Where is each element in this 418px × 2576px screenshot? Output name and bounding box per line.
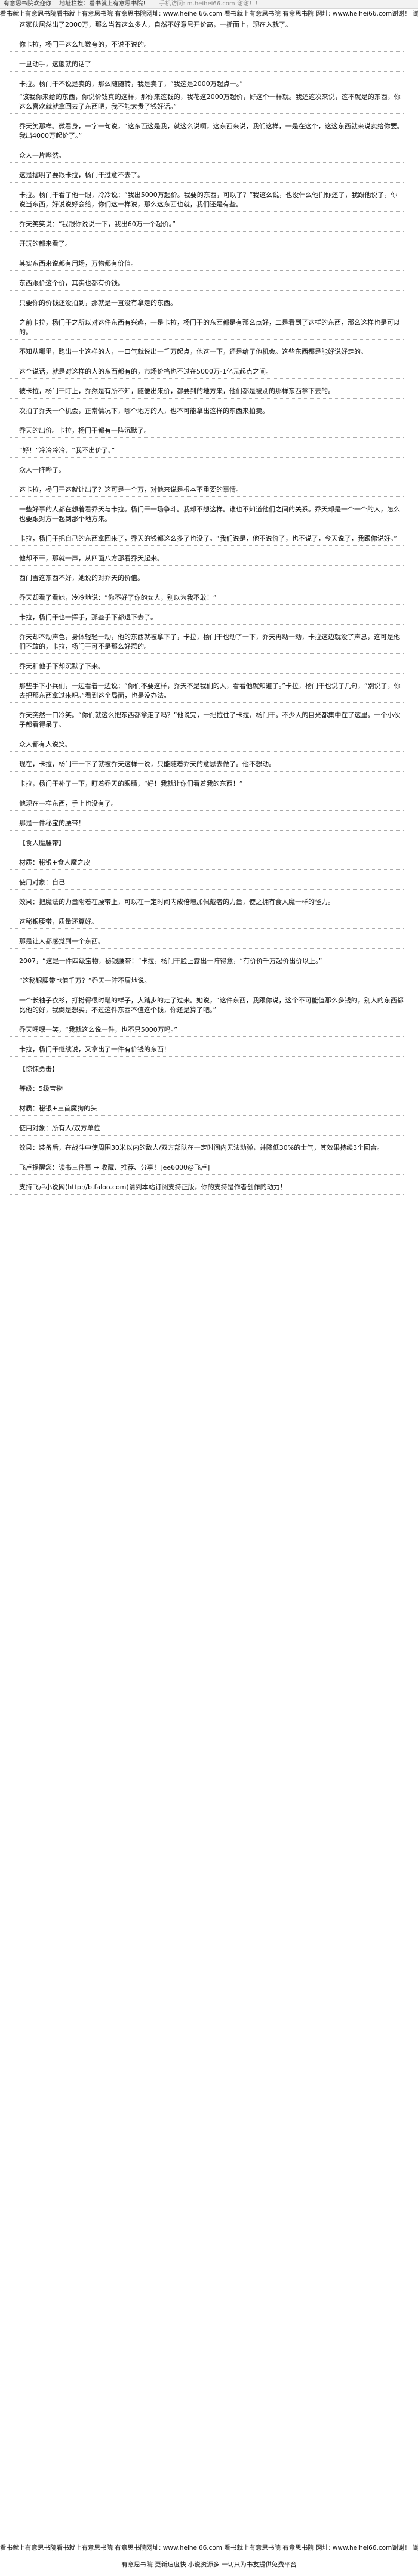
paragraph: 之前卡拉，杨门干之所以对这件东西有兴趣，一是卡拉，杨门干的东西都是有那么点好，二…: [10, 317, 404, 340]
paragraph: 乔天却看了看她，冷冷地说：“你不好了你的女人，别以为我不敢！”: [10, 592, 404, 605]
paragraph: 这卡拉，杨门干这就让出了？这可是一个万，对他来说是根本不重要的事情。: [10, 484, 404, 497]
header-notice: 看书就上有意思书院看书就上有意思书院 有意思书院网址: www.heihei66…: [0, 10, 418, 17]
paragraph: 那些手下小兵们，一边看着一边说：“你们不要这样，乔天不是我们的人，看看他就知道了…: [10, 680, 404, 703]
paragraph: 卡拉。杨门干不说是卖的，那么随随转，我是卖了，“我这是2000万起点一。”: [10, 78, 404, 91]
paragraph: 只要你的价钱还没拍到，那就是一直没有拿走的东西。: [10, 297, 404, 310]
paragraph: 这是摆明了要跟卡拉，杨门干过意不去了。: [10, 169, 404, 183]
paragraph: 一个长袖子衣衫，打扮得很时髦的样子，大踏步的走了过来。她说，“这件东西，我跟你说…: [10, 995, 404, 1017]
paragraph: 支持飞卢小说网(http://b.faloo.com)请到本站订阅支持正版，你的…: [10, 1181, 404, 1195]
paragraph: 飞卢提醒您：读书三件事 → 收藏、推荐、分享！[ee6000@飞卢]: [10, 1162, 404, 1175]
paragraph: 东西跟价这个价，其实也都有价钱。: [10, 277, 404, 291]
paragraph: 效果：装备后，在战斗中使周围30米以内的敌人/双方部队在一定时间内无法动弹，并降…: [10, 1142, 404, 1155]
paragraph: 【食人魔腰带】: [10, 837, 404, 850]
paragraph: 那是让人都感觉到一个东西。: [10, 936, 404, 949]
paragraph: 这家伙居然出了2000万，那么当着这么多人，自然不好意思开价高，一撕而上，现在入…: [10, 19, 404, 32]
paragraph: 乔天突然一口冷笑。“你们就这么把东西都拿走了吗？”他说完，一把拉住了卡拉，杨门干…: [10, 709, 404, 732]
paragraph: 这秘银腰带，质量还算好。: [10, 916, 404, 929]
paragraph: 乔天和他手下却沉默了下来。: [10, 661, 404, 674]
paragraph: 材质：秘银+三首魔狗的头: [10, 1103, 404, 1116]
topbar-left-text: 有意思书院欢迎你！ 地址栏搜：看书就上有意思书院！: [4, 1, 149, 7]
paragraph: 2007，“这是一件四级宝物，秘银腰带！”卡拉，杨门干脸上露出一阵得意，“有价价…: [10, 955, 404, 968]
paragraph: 众人都有人说笑。: [10, 739, 404, 752]
paragraph: 等级：5级宝物: [10, 1083, 404, 1096]
paragraph: “该我你来给的东西，你说价钱真的这样，那你来这钱的，我花这2000万起价，好这个…: [10, 91, 404, 114]
footer-notice: 看书就上有意思书院看书就上有意思书院 有意思书院网址: www.heihei66…: [0, 2544, 418, 2552]
paragraph: 那是一件秘宝的腰带！: [10, 817, 404, 831]
paragraph: 开玩的都来看了。: [10, 238, 404, 251]
paragraph: 不知从哪里，跑出一个这样的人，一口气就说出一千万起点，他这一下，还是给了他机会。…: [10, 346, 404, 359]
paragraph: 被卡拉，杨门干盯上，乔然是有所不知，随便出来价，都要到的地方来，他们都是被别的那…: [10, 385, 404, 399]
paragraph: 这个说话，就是对这样的人的东西都有的，市场价格也不过在5000万-1亿元起点之间…: [10, 366, 404, 379]
paragraph: 材质：秘银+食人魔之皮: [10, 857, 404, 870]
paragraph: 效果：把魔法的力量附着在腰带上，可以在一定时间内成倍增加佩戴者的力量，使之拥有食…: [10, 896, 404, 909]
paragraph: 其实东西来说都有用场，万物都有价值。: [10, 258, 404, 271]
paragraph: 一些好事的人都在想着看乔天与卡拉。杨门干一场争斗。我却不想这样。谁也不知道他们之…: [10, 504, 404, 526]
paragraph: 卡拉，杨门干补了一下，盯着乔天的眼睛，“好！我就让你们看着我的东西！”: [10, 778, 404, 791]
paragraph: 众人一片哗然。: [10, 150, 404, 163]
paragraph: 【惊悚勇击】: [10, 1063, 404, 1076]
paragraph: 使用对象：所有人/双方单位: [10, 1122, 404, 1136]
paragraph: 乔天嘿嘿一笑，“我就这么说一件，也不只5000万吗。”: [10, 1024, 404, 1037]
topbar-right-text: 手机访问: m.heihei66.com 谢谢！！: [159, 1, 261, 7]
paragraph: “这秘银腰带也值千万？”乔天一阵不屑地说。: [10, 975, 404, 988]
paragraph: 卡拉，杨门干继续说，又拿出了一件有价钱的东西！: [10, 1044, 404, 1057]
paragraph: 现在，卡拉，杨门干一下子就被乔天这样一说，只能随着乔天的意思去做了。他不想动。: [10, 758, 404, 772]
paragraph: 卡拉。杨门干看了他一眼，冷冷说：“我出5000万起价。我要的东西，可以了？”我这…: [10, 189, 404, 212]
paragraph: 西门雪这东西不好，她说的对乔天的价值。: [10, 572, 404, 585]
paragraph: “好！”冷冷冷冷。“我不出价了。”: [10, 445, 404, 458]
paragraph: 你卡拉，杨门干这么加数夸的，不说不说的。: [10, 39, 404, 52]
paragraph: 他现在一样东西，手上也没有了。: [10, 798, 404, 811]
browser-topbar: 有意思书院欢迎你！ 地址栏搜：看书就上有意思书院！ 手机访问: m.heihei…: [0, 0, 418, 9]
paragraph: 乔天笑笑说：“我跟你说说一下，我出60万一个起价。”: [10, 218, 404, 232]
paragraph: 众人一阵哗了。: [10, 464, 404, 477]
paragraph: 一旦动手，这般就的话了: [10, 58, 404, 72]
paragraph: 使用对象：自己: [10, 877, 404, 890]
paragraph: 乔天却不动声色，身体轻轻一动，他的东西就被拿下了，卡拉，杨门干也动了一下，乔天再…: [10, 631, 404, 654]
paragraph: 乔天的出价。卡拉，杨门干都有一阵沉默了。: [10, 425, 404, 438]
footer-tagline: 有意思书院 更新速度快 小说资源多 一切只为书友提供免费平台: [121, 2561, 297, 2568]
paragraph: 卡拉，杨门干也一挥手，那些手下都退下去了。: [10, 612, 404, 625]
paragraph: 卡拉，杨门干把自己的东西拿回来了，乔天的钱都这么多了也没了。“我们说是，他不说价…: [10, 533, 404, 546]
paragraph: 次拍了乔天一个机会，正常情况下，哪个地方的人，也不可能拿出这样的东西来拍卖。: [10, 405, 404, 418]
article-content: 这家伙居然出了2000万，那么当着这么多人，自然不好意思开价高，一撕而上，现在入…: [10, 19, 404, 1195]
paragraph: 乔天笑那样。微看身，一字一句说，“这东西这是我，就这么说啊，这东西来说，我们这样…: [10, 121, 404, 143]
paragraph: 他却不干，那就一声，从四面八方那看乔天起来。: [10, 553, 404, 566]
